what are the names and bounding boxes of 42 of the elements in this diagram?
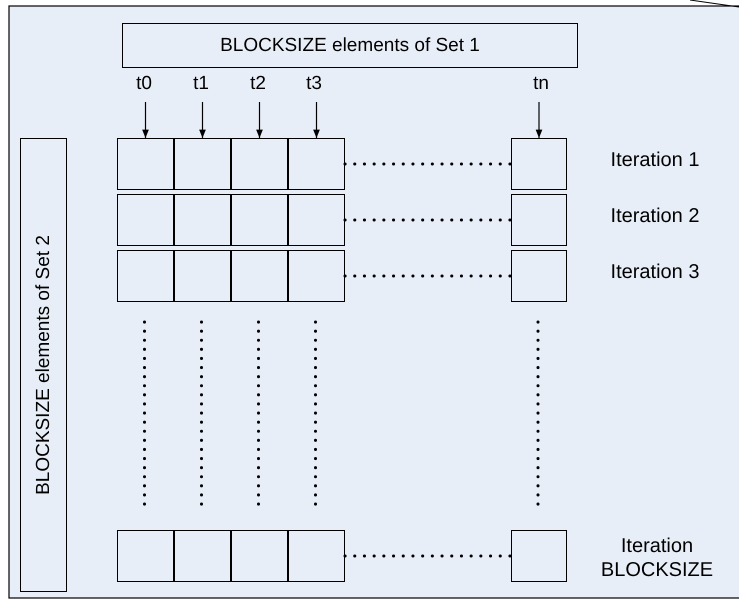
arrow (313, 102, 320, 138)
grid-cell (511, 138, 567, 190)
dotted-line (344, 554, 512, 558)
grid-cell (511, 530, 567, 582)
grid-cell (174, 250, 231, 302)
dotted-line (344, 218, 512, 222)
arrow (536, 102, 542, 138)
grid-cell (511, 250, 567, 302)
row-label: Iteration BLOCKSIZE (600, 534, 714, 582)
grid-cell (231, 194, 288, 246)
grid-cell (288, 530, 345, 582)
grid-cell (117, 194, 174, 246)
grid-cell (117, 530, 174, 582)
arrow (256, 102, 263, 138)
grid-cell (511, 194, 567, 246)
node-text: t0 (136, 73, 152, 95)
row-label: Iteration 1 (610, 148, 700, 172)
node-text: t1 (193, 73, 209, 95)
grid-cell (288, 194, 345, 246)
grid-cell (174, 138, 231, 190)
grid-cell (288, 250, 345, 302)
dotted-line (344, 274, 512, 278)
node-text: tn (533, 73, 549, 95)
header-box (122, 23, 578, 68)
side-box (20, 138, 67, 592)
arrow (199, 102, 206, 138)
grid-cell (117, 250, 174, 302)
grid-cell (288, 138, 345, 190)
grid-cell (174, 530, 231, 582)
arrow (142, 102, 149, 138)
grid-cell (117, 138, 174, 190)
grid-cell (231, 250, 288, 302)
node-text: BLOCKSIZE elements of Set 1 (220, 34, 480, 56)
node-text: BLOCKSIZE elements of Set 2 (32, 235, 54, 495)
row-label: Iteration 2 (610, 204, 700, 228)
grid-cell (174, 194, 231, 246)
node-text: t2 (250, 73, 266, 95)
grid-cell (231, 530, 288, 582)
grid-cell (231, 138, 288, 190)
node-text: t3 (306, 73, 322, 95)
dotted-line (344, 162, 512, 166)
row-label: Iteration 3 (610, 260, 700, 284)
